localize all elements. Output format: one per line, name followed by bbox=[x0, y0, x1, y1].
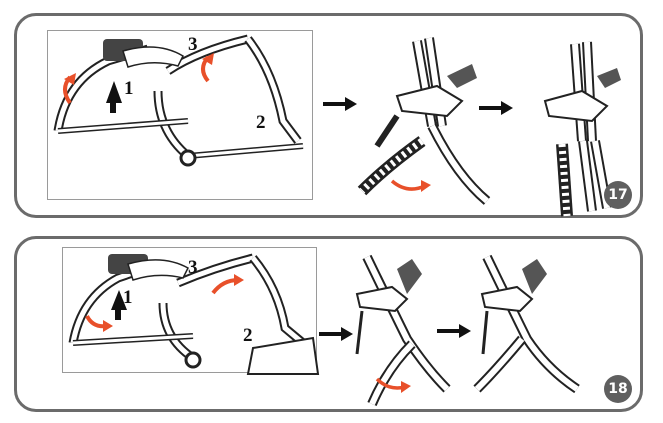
detail-inset-18: 1 2 3 bbox=[62, 247, 320, 375]
swing-unfolding-illustration-18 bbox=[355, 254, 451, 406]
step-label-1: 1 bbox=[124, 78, 134, 99]
instruction-panel-18: 1 2 3 18 bbox=[14, 236, 643, 412]
step-number-badge-18: 18 bbox=[604, 375, 632, 403]
instruction-panel-17: 1 2 3 bbox=[14, 13, 643, 218]
detail-illustration-17 bbox=[53, 34, 304, 167]
step-label-3: 3 bbox=[188, 34, 198, 55]
step-label-2: 2 bbox=[243, 325, 253, 346]
swing-unfolded-illustration-18 bbox=[473, 254, 580, 394]
detail-illustration-18 bbox=[68, 253, 320, 375]
sequence-arrows-18 bbox=[319, 254, 580, 406]
swing-folding-illustration-17 bbox=[357, 37, 491, 205]
swing-folded-illustration-17 bbox=[543, 41, 621, 217]
detail-inset-17: 1 2 3 bbox=[47, 30, 313, 200]
step-label-2: 2 bbox=[256, 112, 266, 133]
sequence-arrows-17 bbox=[323, 37, 621, 217]
step-number-badge-17: 17 bbox=[604, 181, 632, 209]
step-label-1: 1 bbox=[123, 287, 133, 308]
step-label-3: 3 bbox=[188, 257, 198, 278]
